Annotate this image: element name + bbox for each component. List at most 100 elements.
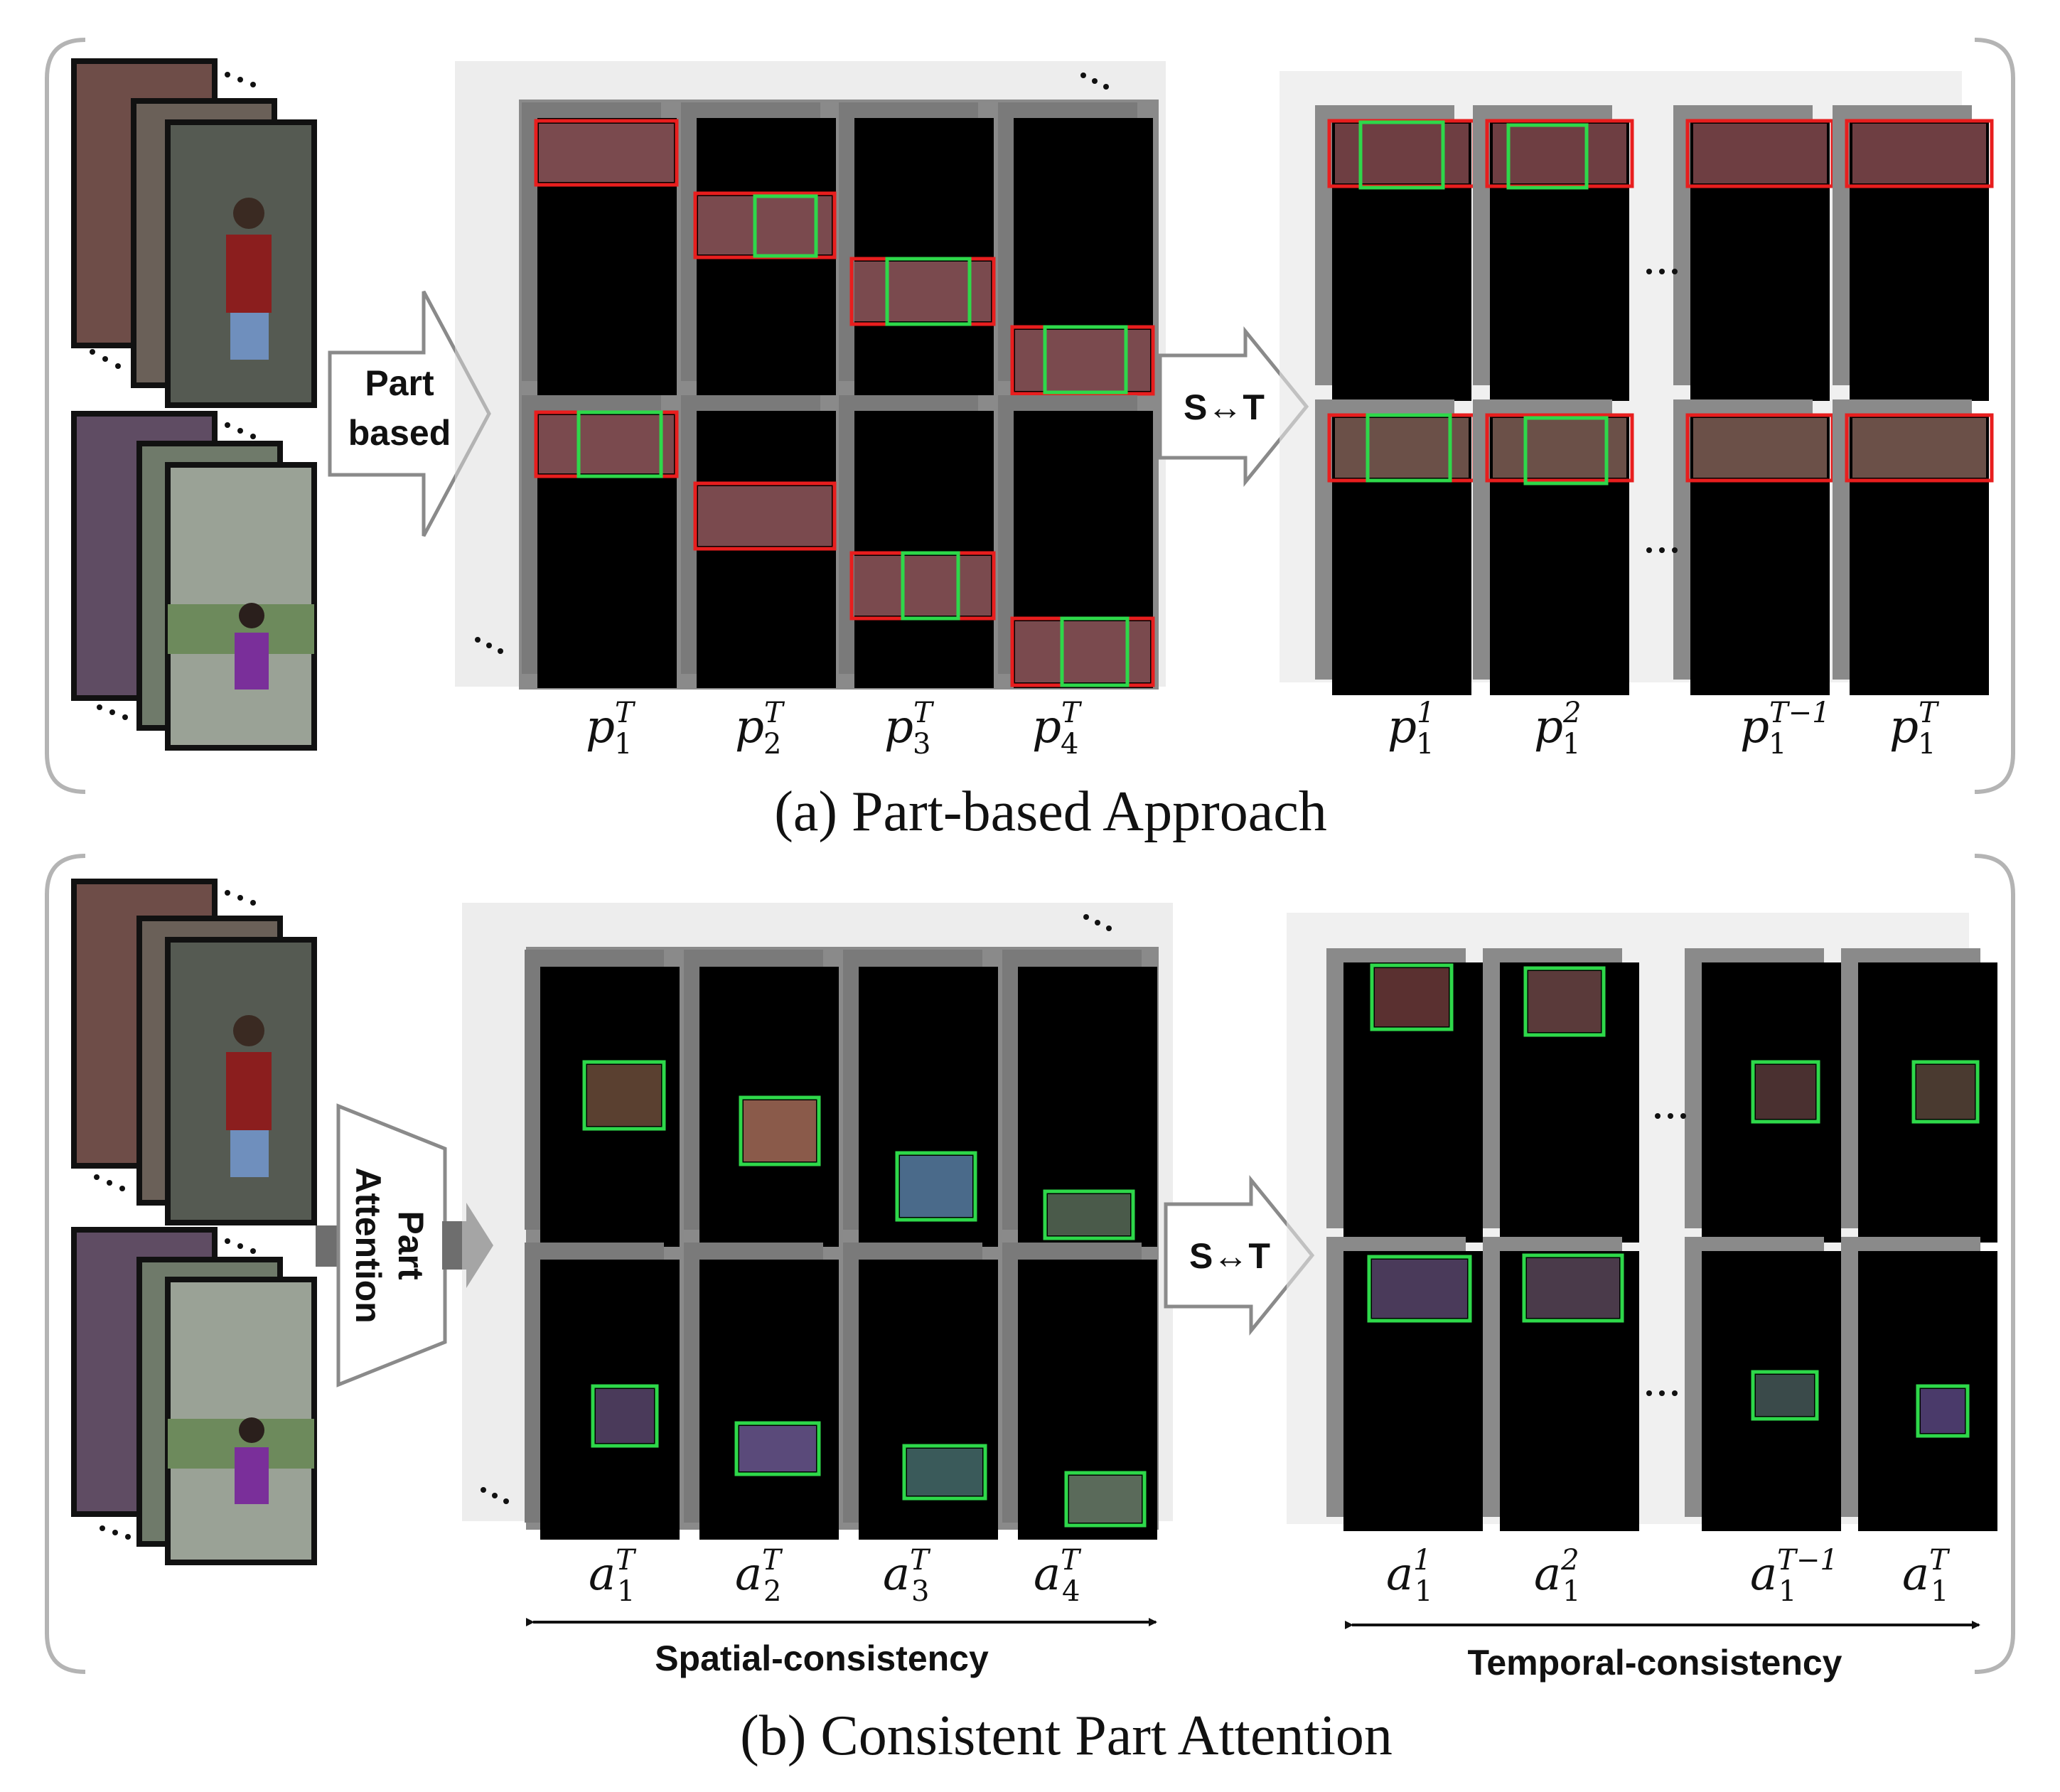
spatial-temporal-swap-arrow-a: S↔T — [1158, 326, 1309, 488]
temporal-attention-label-subscript: 1 — [1415, 1575, 1432, 1608]
attention-panel — [684, 950, 839, 1247]
part-crop — [1493, 418, 1626, 478]
spatial-attention-label: aT — [735, 1544, 783, 1601]
part-panel — [522, 395, 679, 688]
input-frame-stack-person-1 — [71, 58, 317, 408]
spatial-attention-grid-b — [462, 903, 1173, 1540]
attention-crop — [1527, 1258, 1619, 1318]
attention-box-green — [1366, 413, 1452, 483]
attention-box-green — [1064, 1471, 1147, 1528]
attention-box-green — [1916, 1384, 1970, 1438]
temporal-consistency-indicator: Temporal-consistency — [1345, 1621, 1980, 1683]
part-panel — [839, 102, 996, 395]
spatial-part-label-subscript: 3 — [913, 728, 930, 761]
part-crop — [698, 196, 832, 254]
attention-crop — [900, 1156, 972, 1217]
part-box-red — [693, 481, 837, 551]
attention-box-green — [734, 1421, 821, 1476]
attention-crop — [587, 1065, 661, 1126]
person-legs — [230, 313, 269, 360]
temporal-attention-panel — [1685, 1237, 1841, 1531]
attention-crop — [1375, 968, 1449, 1026]
part-crop — [1335, 418, 1469, 478]
person-torso — [235, 633, 269, 690]
part-box-red — [534, 119, 679, 187]
spatial-attention-label-subscript: 2 — [763, 1575, 781, 1608]
temporal-part-label-subscript: 1 — [1416, 728, 1434, 761]
attention-box-green — [591, 1384, 659, 1448]
spatial-attention-label: aT — [589, 1544, 637, 1601]
section-a-bracket-left — [45, 38, 86, 794]
temporal-attention-panel — [1841, 948, 1997, 1243]
section-b: Part Attention S↔T — [45, 854, 2015, 1767]
attention-box-green — [1523, 416, 1609, 485]
attention-crop — [1756, 1065, 1815, 1119]
attention-crop — [1069, 1476, 1142, 1523]
temporal-part-label-subscript: 1 — [1562, 728, 1580, 761]
spatial-attention-label-subscript: 1 — [617, 1575, 635, 1608]
part-crop — [854, 556, 991, 616]
attention-panel — [684, 1243, 839, 1540]
ellipsis-icon — [481, 914, 1112, 1504]
person-legs — [230, 1130, 269, 1177]
part-attention-label-line1: Part — [391, 1211, 431, 1280]
attention-box-green — [1060, 616, 1130, 687]
temporal-part-label: pT−1 — [1740, 697, 1830, 753]
attention-box-green — [895, 1151, 977, 1222]
temporal-attention-panel — [1841, 1237, 1997, 1531]
spatial-part-label-subscript: 1 — [614, 728, 632, 761]
temporal-attention-panel — [1326, 948, 1483, 1243]
swap-label-a: S↔T — [1184, 387, 1265, 427]
ellipsis-icon — [94, 890, 256, 1540]
temporal-attention-panel — [1326, 1237, 1483, 1531]
part-panel — [839, 395, 996, 688]
part-crop — [1852, 418, 1986, 478]
part-crop — [1015, 621, 1150, 682]
temporal-attention-panel — [1685, 948, 1841, 1243]
attention-box-green — [885, 257, 972, 326]
attention-box-green — [901, 551, 960, 621]
input-frame-stack-person-2 — [71, 411, 317, 751]
attention-panel — [843, 1243, 998, 1540]
attention-crop — [1528, 971, 1601, 1032]
part-crop — [1693, 124, 1827, 183]
section-b-bracket-right — [1974, 854, 2015, 1674]
attention-panel — [843, 950, 998, 1247]
temporal-panel — [1673, 105, 1835, 401]
part-crop — [539, 415, 674, 473]
attention-box-green — [1367, 1255, 1472, 1323]
section-b-caption: (b) Consistent Part Attention — [740, 1705, 1393, 1767]
part-based-label-line1: Part — [365, 363, 434, 403]
temporal-attention-label-subscript: 1 — [1931, 1575, 1948, 1608]
part-box-red — [1845, 413, 1994, 483]
attention-box-green — [1043, 325, 1128, 395]
attention-crop — [907, 1449, 982, 1496]
attention-crop — [1756, 1375, 1814, 1416]
temporal-panel — [1315, 399, 1476, 695]
spatial-consistency-indicator: Spatial-consistency — [526, 1618, 1157, 1678]
spatial-part-label: pT — [884, 697, 935, 753]
spatial-attention-label-subscript: 4 — [1062, 1575, 1080, 1608]
temporal-part-label-subscript: 1 — [1769, 728, 1786, 761]
temporal-attention-label-subscript: 1 — [1779, 1575, 1796, 1608]
attention-crop — [1921, 1389, 1965, 1433]
temporal-part-label: p2 — [1534, 697, 1581, 753]
person-head — [239, 1417, 264, 1443]
part-crop — [1335, 124, 1469, 183]
temporal-consistency-label: Temporal-consistency — [1467, 1643, 1842, 1683]
spatial-part-label-subscript: 4 — [1061, 728, 1078, 761]
attention-panel — [1002, 950, 1157, 1247]
temporal-panel — [1833, 399, 1994, 695]
part-panel — [998, 395, 1155, 688]
temporal-attention-label: aT−1 — [1750, 1544, 1838, 1601]
temporal-attention-label-subscript: 1 — [1562, 1575, 1580, 1608]
temporal-attention-panel — [1483, 1237, 1639, 1531]
spatial-part-grid-a — [455, 61, 1166, 690]
section-a-caption: (a) Part-based Approach — [774, 780, 1326, 843]
part-attention-module: Part Attention — [316, 1103, 493, 1388]
spatial-part-label: pT — [1032, 697, 1083, 753]
